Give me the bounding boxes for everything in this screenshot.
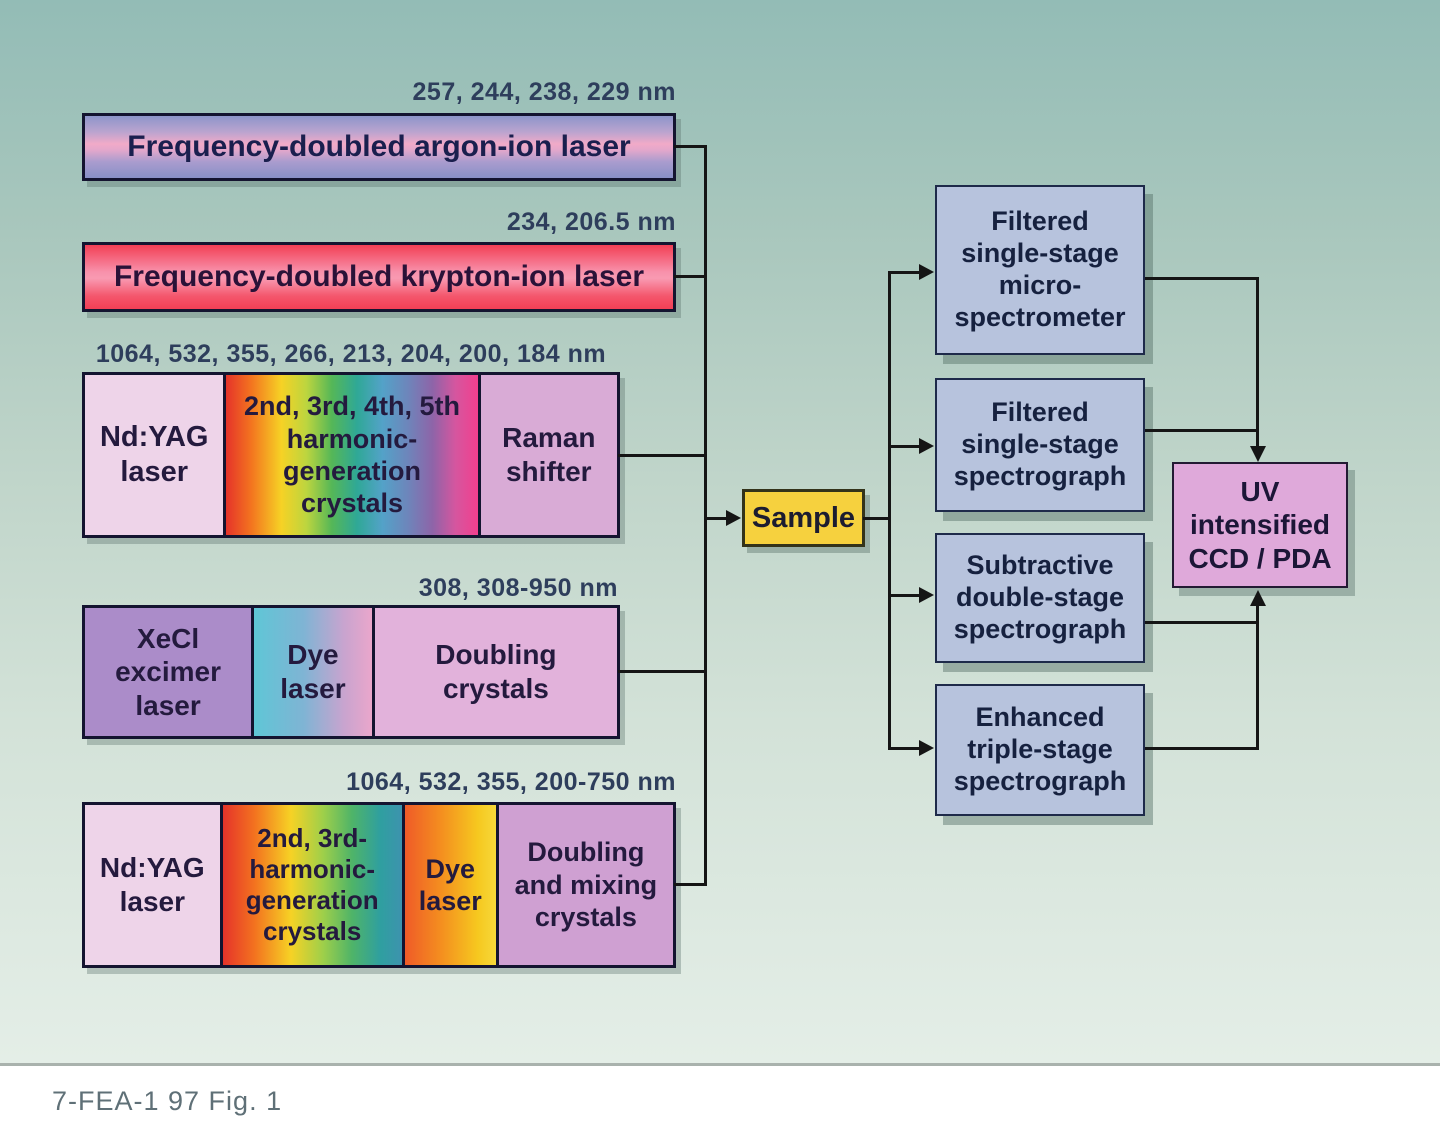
ndyag-dye-mixing-chain: Nd:YAG laser 2nd, 3rd- harmonic- generat…: [82, 802, 676, 968]
ndyag-raman-chain: Nd:YAG laser 2nd, 3rd, 4th, 5th harmonic…: [82, 372, 620, 538]
connector-to-micro-spectrometer: [888, 271, 920, 274]
ndyag-laser-cell-2: Nd:YAG laser: [85, 805, 220, 965]
connector-krypton-to-bus: [674, 275, 707, 278]
connector-to-filtered-spectrograph: [888, 445, 920, 448]
arrowhead-enhanced-spectrograph: [919, 740, 934, 756]
subtractive-spectrograph-box: Subtractive double-stage spectrograph: [935, 533, 1145, 663]
xecl-dye-chain: XeCl excimer laser Dye laser Doubling cr…: [82, 605, 620, 739]
detector-feed-up-line: [1256, 604, 1259, 750]
wavelength-label-xecl: 308, 308-950 nm: [418, 574, 618, 602]
ndyag-laser-cell: Nd:YAG laser: [85, 375, 224, 535]
diagram-background: 257, 244, 238, 229 nm 234, 206.5 nm 1064…: [0, 0, 1440, 1066]
enhanced-spectrograph-box: Enhanced triple-stage spectrograph: [935, 684, 1145, 816]
connector-argon-to-bus: [674, 145, 707, 148]
connector-filtered-spectrograph-out: [1145, 429, 1259, 432]
filtered-spectrograph-box: Filtered single-stage spectrograph: [935, 378, 1145, 512]
harmonic-generation-crystals-cell: 2nd, 3rd, 4th, 5th harmonic- generation …: [223, 375, 478, 535]
krypton-ion-laser-box: Frequency-doubled krypton-ion laser: [82, 242, 676, 312]
uv-ccd-pda-box: UV intensified CCD / PDA: [1172, 462, 1348, 588]
arrowhead-micro-spectrometer: [919, 264, 934, 280]
arrowhead-into-detector-bottom: [1250, 590, 1266, 606]
connector-sample-to-bus: [863, 517, 890, 520]
connector-subtractive-spectrograph-out: [1145, 621, 1259, 624]
arrowhead-filtered-spectrograph: [919, 438, 934, 454]
figure-caption: 7-FEA-1 97 Fig. 1: [52, 1086, 283, 1116]
connector-to-subtractive-spectrograph: [888, 594, 920, 597]
wavelength-label-krypton: 234, 206.5 nm: [506, 208, 676, 236]
sample-box: Sample: [742, 489, 865, 547]
raman-shifter-cell: Raman shifter: [477, 375, 617, 535]
dye-laser-cell-2: Dye laser: [401, 805, 496, 965]
doubling-crystals-cell: Doubling crystals: [371, 608, 617, 736]
dye-laser-cell: Dye laser: [251, 608, 372, 736]
connector-raman-to-bus: [618, 454, 707, 457]
wavelength-label-ndyag-dye: 1064, 532, 355, 200-750 nm: [346, 768, 676, 796]
connector-bus-to-sample: [704, 517, 730, 520]
arrowhead-into-detector-top: [1250, 446, 1266, 462]
wavelength-label-argon: 257, 244, 238, 229 nm: [412, 78, 676, 106]
argon-ion-laser-box: Frequency-doubled argon-ion laser: [82, 113, 676, 181]
doubling-mixing-crystals-cell: Doubling and mixing crystals: [495, 805, 673, 965]
connector-ndyag2-to-bus: [674, 883, 707, 886]
right-bus-line: [888, 271, 891, 750]
wavelength-label-ndyag-raman: 1064, 532, 355, 266, 213, 204, 200, 184 …: [95, 340, 607, 368]
left-bus-line: [704, 145, 707, 886]
arrowhead-subtractive-spectrograph: [919, 587, 934, 603]
connector-xecl-to-bus: [618, 670, 707, 673]
connector-enhanced-spectrograph-out: [1145, 747, 1259, 750]
connector-to-enhanced-spectrograph: [888, 747, 920, 750]
connector-micro-spectrometer-out: [1145, 277, 1259, 280]
xecl-excimer-laser-cell: XeCl excimer laser: [85, 608, 252, 736]
harmonic-generation-crystals-cell-2: 2nd, 3rd- harmonic- generation crystals: [219, 805, 402, 965]
arrowhead-into-sample: [726, 510, 741, 526]
filtered-micro-spectrometer-box: Filtered single-stage micro- spectromete…: [935, 185, 1145, 355]
detector-feed-down-line: [1256, 277, 1259, 448]
